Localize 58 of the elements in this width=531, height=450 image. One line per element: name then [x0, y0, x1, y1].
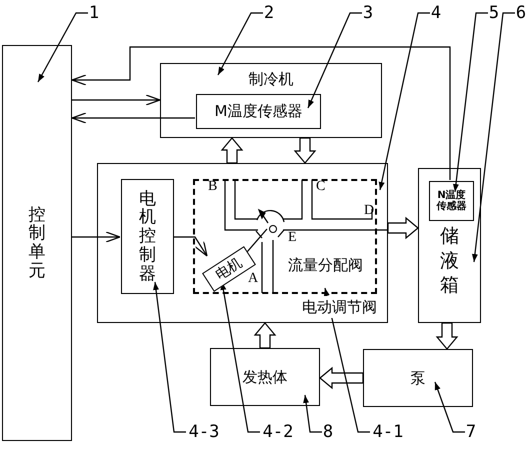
sensor-box — [429, 181, 474, 221]
callout-number: 4-2 — [260, 422, 296, 442]
port-letter: E — [288, 231, 297, 245]
control-unit-box — [2, 45, 72, 441]
hollow-arrow — [319, 366, 364, 390]
chiller-box — [160, 63, 382, 138]
regulating-valve-box — [97, 163, 388, 323]
leader-line — [217, 12, 263, 76]
leader-line — [378, 12, 430, 190]
callout-number: 1 — [88, 3, 100, 23]
tank-box — [418, 168, 481, 323]
port-letter: C — [316, 180, 326, 194]
signal-arrow — [72, 231, 121, 243]
node-label: 电机 — [213, 256, 245, 282]
node-label: 制冷机 — [248, 69, 294, 90]
callout-number: 2 — [263, 3, 275, 23]
callout-number: 3 — [362, 3, 374, 23]
port-letter: A — [248, 272, 258, 286]
callout-number: 8 — [322, 422, 334, 442]
callout-number: 5 — [488, 3, 500, 23]
leader-line — [434, 382, 465, 433]
signal-arrow — [72, 94, 161, 106]
hollow-arrow — [254, 322, 276, 349]
pump-box — [363, 349, 473, 407]
leader-line — [307, 12, 362, 108]
valve-pivot — [269, 225, 277, 233]
callout-number: 7 — [465, 422, 477, 442]
hollow-arrow — [294, 137, 316, 164]
node-label: 控制单元 — [28, 206, 46, 280]
shaft-line — [246, 228, 268, 252]
sensor-box — [196, 94, 321, 129]
node-label: 发热体 — [242, 366, 288, 388]
hollow-arrow — [220, 137, 244, 164]
node-label: M温度传感器 — [214, 101, 302, 122]
callout-number: 4 — [430, 3, 442, 23]
port-letter: B — [208, 180, 218, 194]
heater-box — [210, 348, 320, 406]
node-label: 泵 — [410, 368, 426, 389]
leader-line — [153, 282, 186, 433]
signal-arrow — [71, 46, 451, 180]
leader-line — [303, 394, 322, 433]
callout-number: 4-1 — [370, 422, 406, 442]
signal-arrow — [173, 236, 208, 257]
callout-number: 6 — [515, 3, 527, 23]
leader-line — [37, 12, 88, 82]
callout-number: 4-3 — [186, 422, 222, 442]
node-label: 储液箱 — [440, 224, 459, 298]
motor-controller-box — [121, 179, 174, 294]
flow-valve-box — [193, 179, 377, 294]
leader-line — [452, 12, 488, 192]
signal-arrow — [71, 112, 195, 124]
hollow-arrow — [436, 322, 458, 350]
node-label: 电机控制器 — [139, 190, 156, 284]
leader-line — [472, 12, 515, 262]
hollow-arrow — [387, 216, 419, 240]
node-label: N温度传感器 — [435, 190, 468, 212]
node-label: 电动调节阀 — [300, 296, 379, 318]
node-label: 流量分配阀 — [288, 254, 363, 276]
